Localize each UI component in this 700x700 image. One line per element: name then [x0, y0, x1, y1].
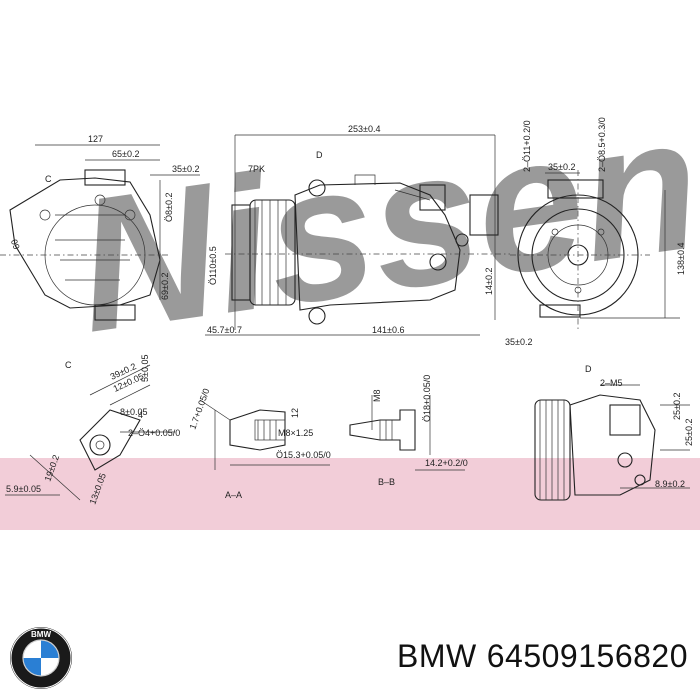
dim-25-lower: 25±0.2: [684, 419, 694, 446]
dim-5: 5±0.05: [140, 355, 150, 382]
label-7pk: 7PK: [248, 164, 265, 174]
dim-127: 127: [88, 134, 103, 144]
view-label-c-top: C: [45, 174, 52, 184]
dim-69: 69±0.2: [160, 273, 170, 300]
detail-c: [5, 364, 175, 501]
dim-65: 65±0.2: [112, 149, 139, 159]
detail-a-a: [199, 399, 330, 470]
dim-35-right-top: 35±0.2: [548, 162, 575, 172]
dim-15-3-dia: Ö15.3+0.05/0: [276, 450, 331, 460]
view-label-d-top: D: [316, 150, 323, 160]
dim-14: 14±0.2: [484, 268, 494, 295]
dim-25-upper: 25±0.2: [672, 393, 682, 420]
front-view: [510, 170, 680, 330]
left-side-view: [0, 144, 200, 321]
dim-60: 60: [9, 238, 22, 251]
dim-2-m5: 2–M5: [600, 378, 623, 388]
dim-110-dia: Ö110±0.5: [208, 246, 218, 285]
dim-8: 8±0.05: [120, 407, 147, 417]
detail-d: [534, 384, 690, 501]
view-label-a-a: A–A: [225, 490, 242, 500]
dim-35-left: 35±0.2: [172, 164, 199, 174]
bmw-logo: BMW: [10, 627, 72, 689]
center-side-view: [205, 134, 510, 336]
dim-35-right-bottom: 35±0.2: [505, 337, 532, 347]
dim-8-dia: Ö8±0.2: [164, 193, 174, 222]
dim-11-dia: 2–Ö11+0.2/0: [522, 120, 532, 172]
dim-253: 253±0.4: [348, 124, 380, 134]
view-label-b-b: B–B: [378, 477, 395, 487]
detail-b-b: [349, 395, 465, 471]
dim-4-dia: 2–Ö4+0.05/0: [128, 428, 180, 438]
dim-18-dia: Ö18+0.05/0: [422, 375, 432, 422]
dim-5-9: 5.9±0.05: [6, 484, 41, 494]
dim-m8x1-25: M8×1.25: [278, 428, 313, 438]
view-label-d-detail: D: [585, 364, 592, 374]
dim-138: 138±0.4: [676, 243, 686, 275]
dim-m8-bb: M8: [372, 389, 382, 402]
view-label-c-detail: C: [65, 360, 72, 370]
dim-14-2: 14.2+0.2/0: [425, 458, 468, 468]
dim-12-aa: 12: [290, 408, 300, 418]
caption-part-number: 64509156820: [486, 638, 688, 674]
dim-1-7: 1.7+0.05/0: [187, 387, 211, 431]
dim-8-5-dia: 2–Ö8.5+0.3/0: [597, 117, 607, 172]
dim-141: 141±0.6: [372, 325, 404, 335]
dim-8-9: 8.9±0.2: [655, 479, 685, 489]
logo-text: BMW: [31, 630, 51, 639]
technical-drawing: Nissens 127 65±0.2 35±0.2 Ö8±0.2 69±0.2 …: [0, 61, 700, 530]
dim-4: 4: [138, 410, 143, 420]
dim-45-7: 45.7±0.7: [207, 325, 242, 335]
pink-band: [0, 458, 700, 530]
caption-brand: BMW: [397, 638, 477, 674]
